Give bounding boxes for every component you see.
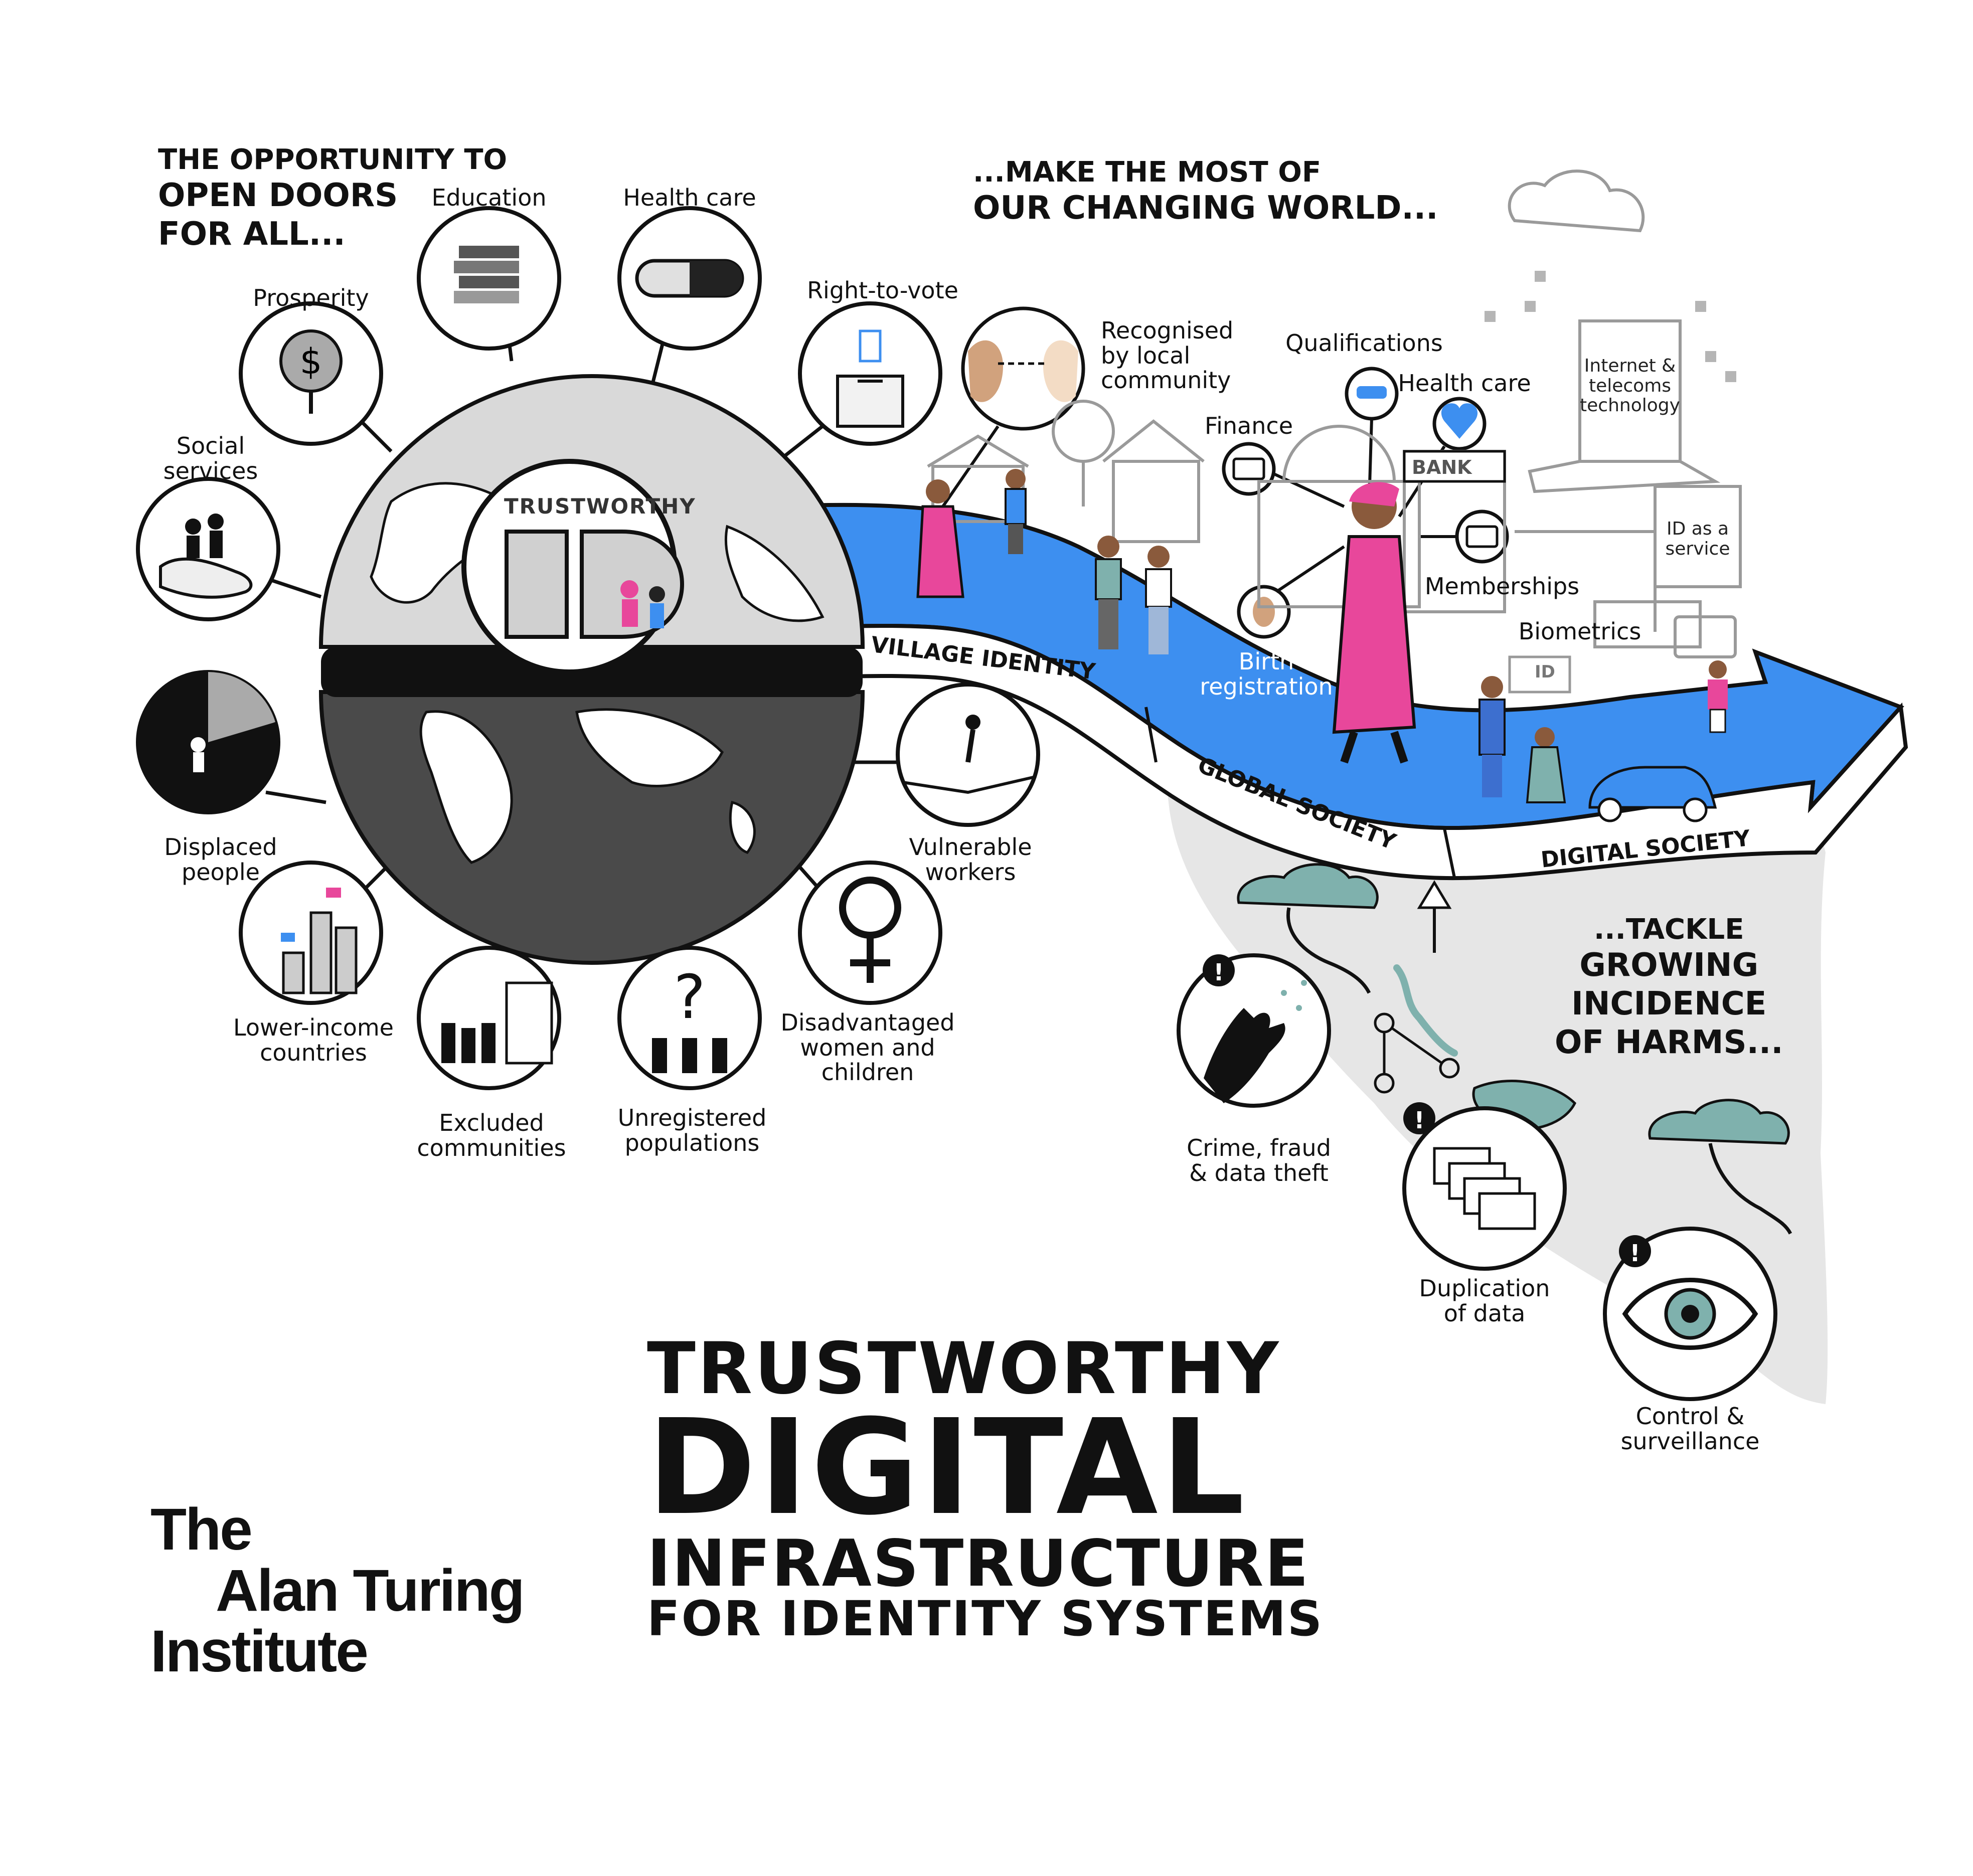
man-in-suit [1478, 676, 1506, 797]
warning-badges: ! ! ! [1203, 954, 1651, 1267]
headline-harms-line2: GROWING [1579, 947, 1759, 984]
label-lower-income: Lower-income countries [233, 1014, 394, 1066]
ballot-box-icon [836, 329, 904, 428]
data-bits [1485, 271, 1736, 382]
label-social-services: Social services [163, 432, 258, 484]
changing-world-headline: ...MAKE THE MOST OF OUR CHANGING WORLD..… [973, 155, 1438, 228]
headline-harms-line3: INCIDENCE [1571, 985, 1767, 1022]
svg-text:$: $ [300, 341, 322, 382]
title-line1: TRUSTWORTHY [647, 1327, 1281, 1410]
baby-icon [1253, 597, 1275, 627]
label-qualifications: Qualifications [1285, 329, 1443, 357]
label-memberships: Memberships [1424, 573, 1580, 600]
title-line2: DIGITAL [647, 1391, 1248, 1545]
label-health-care: Health care [623, 184, 756, 211]
main-title: TRUSTWORTHY DIGITAL INFRASTRUCTURE FOR I… [647, 1327, 1324, 1647]
label-prosperity: Prosperity [253, 284, 369, 311]
badge-letters: ID [532, 557, 538, 562]
label-right-to-vote: Right-to-vote [807, 277, 958, 304]
logo-line3: Institute [150, 1618, 369, 1685]
village-child [1005, 469, 1027, 554]
pill-icon [635, 259, 744, 298]
label-finance: Finance [1205, 412, 1293, 439]
coin-stacks-icon [281, 888, 358, 994]
man-green-shirt [1095, 536, 1122, 649]
falling-worker-icon [902, 715, 1034, 794]
svg-text:?: ? [674, 963, 706, 1033]
label-crime: Crime, fraud & data theft [1187, 1134, 1331, 1186]
label-recognised: Recognised by local community [1101, 317, 1234, 394]
headline-right-line2: OUR CHANGING WORLD... [973, 190, 1438, 227]
label-birth-registration: Birth registration [1200, 648, 1333, 700]
membership-card-icon [1465, 525, 1499, 548]
label-education: Education [431, 184, 547, 211]
label-id-service: ID as a service [1665, 519, 1730, 559]
logo-line1: The [150, 1496, 253, 1563]
qualification-icon [1357, 386, 1387, 399]
label-biometrics: Biometrics [1518, 618, 1641, 645]
woman-walking-pink [1332, 482, 1416, 764]
label-path-health-care: Health care [1398, 370, 1531, 397]
headline-harms-line4: OF HARMS... [1555, 1024, 1783, 1061]
turing-logo: The Alan Turing Institute [150, 1496, 525, 1685]
svg-text:!: ! [1214, 959, 1224, 986]
headline-left-line3: FOR ALL... [158, 215, 346, 253]
money-tree-icon: $ [279, 329, 343, 414]
path-icons [968, 340, 1499, 627]
svg-text:!: ! [1630, 1240, 1640, 1267]
elderly-woman [1526, 727, 1566, 803]
label-duplication: Duplication of data [1419, 1275, 1550, 1327]
label-unregistered: Unregistered populations [617, 1104, 767, 1156]
headline-right-line1: ...MAKE THE MOST OF [973, 156, 1322, 189]
books-icon [454, 246, 519, 303]
harms-headline: ...TACKLE GROWING INCIDENCE OF HARMS... [1555, 913, 1783, 1062]
label-biometric-card: ID [1535, 662, 1555, 682]
headline-left-line2: OPEN DOORS [158, 177, 398, 215]
scenery [927, 169, 1742, 658]
eye-icon [1622, 1278, 1758, 1350]
title-line4: FOR IDENTITY SYSTEMS [647, 1591, 1324, 1647]
grabbing-hand-icon [1204, 980, 1307, 1103]
opportunity-icons: $ ? [137, 246, 1034, 1073]
svg-text:!: ! [1414, 1107, 1425, 1134]
title-line3: INFRASTRUCTURE [647, 1526, 1309, 1601]
label-control: Control & surveillance [1620, 1403, 1760, 1455]
chained-venus-icon [839, 877, 901, 983]
label-internet: Internet & telecoms technology [1580, 356, 1680, 416]
path-circles [961, 306, 1509, 639]
opportunity-headline: THE OPPORTUNITY TO OPEN DOORS FOR ALL... [158, 143, 507, 254]
label-vulnerable: Vulnerable workers [909, 833, 1032, 886]
faces-icon [968, 340, 1078, 402]
headline-left-line1: THE OPPORTUNITY TO [158, 143, 508, 176]
question-people-icon: ? [652, 963, 727, 1073]
logo-line2: Alan Turing [216, 1557, 525, 1624]
displaced-pie-icon [137, 671, 278, 812]
globe [318, 374, 865, 965]
label-disadvantaged: Disadvantaged women and children [780, 1009, 955, 1086]
label-bank: BANK [1412, 456, 1472, 478]
headline-harms-line1: ...TACKLE [1594, 913, 1744, 946]
biometric-card [1508, 655, 1571, 694]
heart-icon [1441, 403, 1478, 439]
car [1588, 766, 1717, 822]
woman-digital [1708, 660, 1728, 733]
label-displaced-people: Displaced people [164, 833, 277, 886]
helping-hands-icon [159, 514, 253, 599]
label-excluded: Excluded communities [417, 1109, 566, 1161]
badge-title: TRUSTWORTHY [504, 494, 696, 519]
people [916, 469, 1728, 822]
man-white-shirt [1145, 546, 1172, 654]
village-woman [916, 479, 964, 598]
harm-icons [1204, 980, 1758, 1350]
duplicate-cards-icon [1433, 1147, 1536, 1230]
excluded-people-icon [441, 981, 553, 1065]
card-icon [1232, 457, 1265, 480]
bank-building [1403, 450, 1506, 483]
